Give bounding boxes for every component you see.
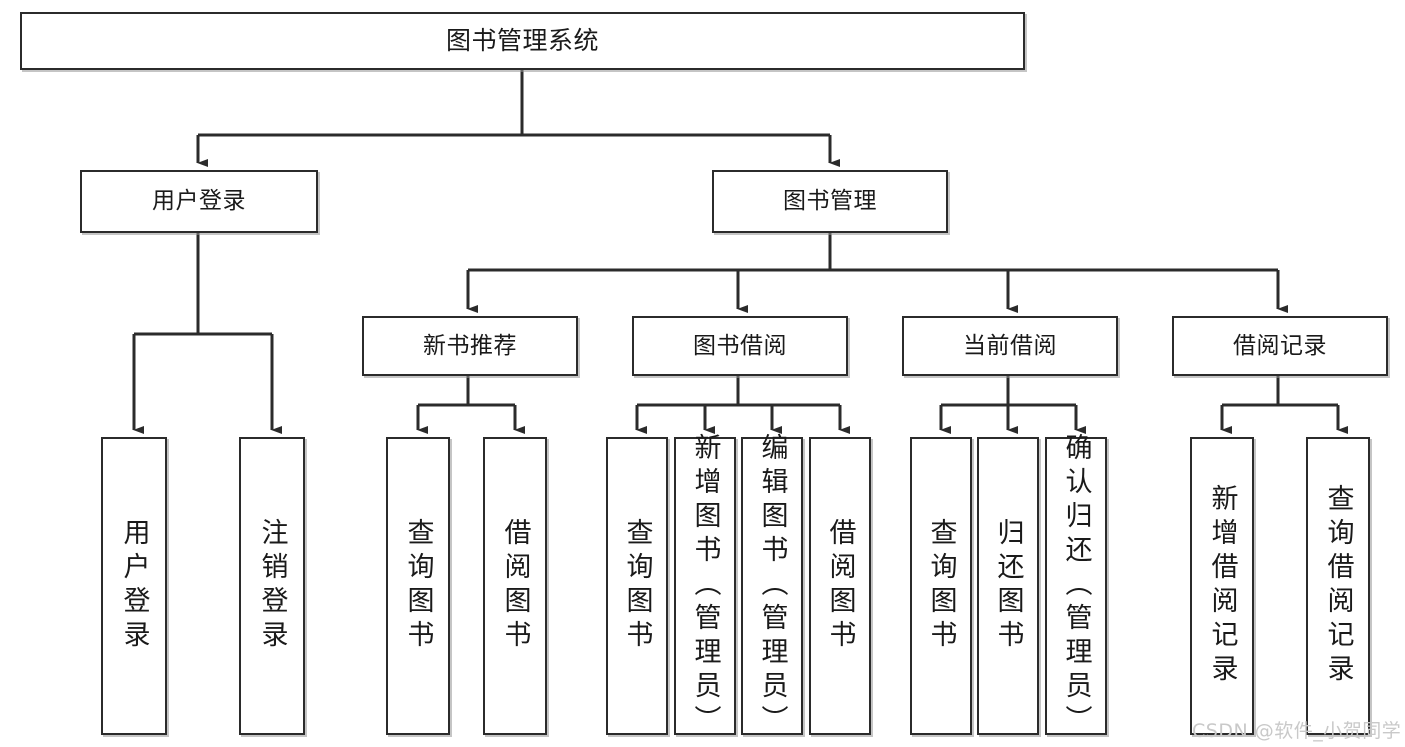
node-label: 查询图书 xyxy=(925,518,957,654)
leaf-query-borrow-record[interactable]: 查询借阅记录 xyxy=(1306,437,1370,735)
node-label: 借阅图书 xyxy=(824,518,856,654)
watermark-text: CSDN @软件_小贺同学 xyxy=(1192,720,1402,742)
node-book-borrow[interactable]: 图书借阅 xyxy=(632,316,848,376)
leaf-query-book-recommend[interactable]: 查询图书 xyxy=(386,437,450,735)
leaf-borrow-book[interactable]: 借阅图书 xyxy=(809,437,871,735)
leaf-return-book[interactable]: 归还图书 xyxy=(977,437,1039,735)
leaf-query-book-current[interactable]: 查询图书 xyxy=(910,437,972,735)
leaf-user-login[interactable]: 用户登录 xyxy=(101,437,167,735)
node-book-management[interactable]: 图书管理 xyxy=(712,170,948,233)
node-label: 编辑图书（管理员） xyxy=(756,433,788,739)
leaf-add-book-admin[interactable]: 新增图书（管理员） xyxy=(674,433,736,739)
leaf-confirm-return-admin[interactable]: 确认归还（管理员） xyxy=(1045,433,1107,739)
node-label: 新增图书（管理员） xyxy=(689,433,721,739)
node-label: 当前借阅 xyxy=(963,332,1057,359)
node-label: 图书管理 xyxy=(783,188,877,215)
node-label: 归还图书 xyxy=(992,518,1024,654)
node-label: 借阅记录 xyxy=(1233,332,1327,359)
node-label: 用户登录 xyxy=(152,188,246,215)
node-label: 借阅图书 xyxy=(499,518,531,654)
node-borrow-record[interactable]: 借阅记录 xyxy=(1172,316,1388,376)
node-label: 查询借阅记录 xyxy=(1322,484,1354,688)
node-label: 用户登录 xyxy=(118,518,150,654)
leaf-borrow-book-recommend[interactable]: 借阅图书 xyxy=(483,437,547,735)
node-label: 确认归还（管理员） xyxy=(1060,433,1092,739)
node-new-book-recommend[interactable]: 新书推荐 xyxy=(362,316,578,376)
node-label: 查询图书 xyxy=(621,518,653,654)
leaf-query-book-borrow[interactable]: 查询图书 xyxy=(606,437,668,735)
leaf-add-borrow-record[interactable]: 新增借阅记录 xyxy=(1190,437,1254,735)
node-label: 图书管理系统 xyxy=(445,25,599,55)
node-root-book-management-system[interactable]: 图书管理系统 xyxy=(20,12,1025,70)
node-label: 图书借阅 xyxy=(693,332,787,359)
node-label: 查询图书 xyxy=(402,518,434,654)
node-label: 注销登录 xyxy=(256,518,288,654)
leaf-user-logout[interactable]: 注销登录 xyxy=(239,437,305,735)
node-label: 新书推荐 xyxy=(423,332,517,359)
node-user-login[interactable]: 用户登录 xyxy=(80,170,318,233)
leaf-edit-book-admin[interactable]: 编辑图书（管理员） xyxy=(741,433,803,739)
node-current-borrow[interactable]: 当前借阅 xyxy=(902,316,1118,376)
node-label: 新增借阅记录 xyxy=(1206,484,1238,688)
